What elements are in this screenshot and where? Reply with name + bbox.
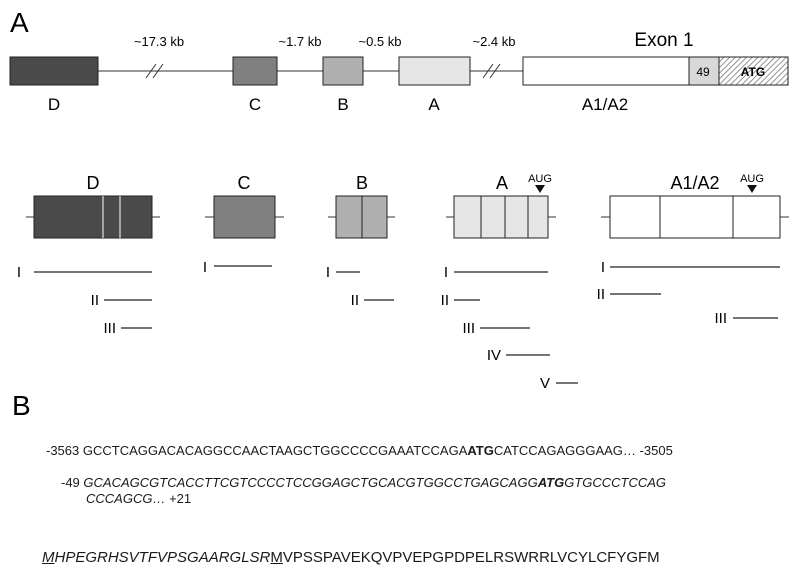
exon1-title: Exon 1: [634, 30, 693, 51]
variant-label: II: [597, 286, 605, 303]
gene-map: 49 ATG ~17.3 kb ~1.7 kb ~0.5 kb ~2.4 kb …: [9, 30, 789, 114]
nucleotide-sequence: CATCCAGAGGGAAG…: [493, 443, 636, 458]
distance-label: ~2.4 kb: [472, 34, 515, 49]
position-end: +21: [169, 491, 192, 506]
variant-label: III: [714, 310, 727, 327]
nucleotide-sequence: GCACAGCGTCACCTTCGTCCCCTCCGGAGCTGCACGTGGC…: [83, 475, 538, 490]
aug-marker-icon: [535, 185, 545, 193]
exon-a1a2-variant-box: [609, 195, 781, 239]
exon-a1a2: [522, 56, 690, 86]
variant-label: II: [351, 292, 359, 309]
variant-label: I: [601, 259, 605, 276]
exon-c-variant-box: [213, 195, 276, 239]
variant-label: I: [203, 259, 207, 276]
n-terminal-extension: HPEGRHSVTFVPSGAARGLSR: [54, 549, 271, 566]
sequence-line-exon1-cont: CCCAGCG… +21: [86, 491, 191, 506]
variant-group-title: A1/A2: [670, 173, 719, 193]
distance-label: ~0.5 kb: [358, 34, 401, 49]
distance-label: ~17.3 kb: [134, 34, 184, 49]
variant-label: III: [103, 320, 116, 337]
variant-label: V: [540, 375, 550, 392]
variant-group-title: A: [496, 173, 508, 193]
variant-label: I: [17, 264, 21, 281]
canonical-methionine: M: [270, 549, 283, 566]
exon-d: [9, 56, 99, 86]
nucleotide-sequence: GCCTCAGGACACAGGCCAACTAAGCTGGCCCCGAAATCCA…: [82, 443, 468, 458]
start-methionine: M: [42, 549, 55, 566]
exon-d-variant-box: [33, 195, 153, 239]
atg-codon: ATG: [467, 443, 494, 458]
break-mark: [145, 63, 164, 79]
variant-group-title: C: [238, 173, 251, 193]
sequence-line-exon1: -49 GCACAGCGTCACCTTCGTCCCCTCCGGAGCTGCACG…: [61, 475, 666, 490]
position-end: -3505: [639, 443, 673, 458]
aug-label: AUG: [528, 173, 552, 185]
variant-label: III: [462, 320, 475, 337]
aug-label: AUG: [740, 173, 764, 185]
nucleotide-sequence: GTGCCCTCCAG: [564, 475, 667, 490]
break-mark: [482, 63, 501, 79]
variant-group-title: D: [87, 173, 100, 193]
transcript-variants: D C B A AUG A1/A2 AUG: [17, 173, 789, 392]
variant-label: I: [444, 264, 448, 281]
exon-label: A1/A2: [582, 95, 628, 114]
variant-label: II: [91, 292, 99, 309]
nucleotide-sequence: CCCAGCG…: [86, 491, 166, 506]
exon-a-variant-box: [453, 195, 549, 239]
panel-a-label: A: [10, 7, 29, 38]
exon-label: A: [428, 95, 440, 114]
box-49-label: 49: [696, 65, 710, 79]
position-start: -49: [61, 475, 80, 490]
exon-c: [232, 56, 278, 86]
exon-a: [398, 56, 471, 86]
variant-label: I: [326, 264, 330, 281]
exon-b: [322, 56, 364, 86]
box-atg-label: ATG: [741, 65, 765, 79]
protein-residues: VPSSPAVEKQVPVEPGPDPELRSWRRLVCYLCFYGFM: [282, 549, 660, 566]
variant-label: IV: [487, 347, 501, 364]
sequence-line-upstream: -3563 GCCTCAGGACACAGGCCAACTAAGCTGGCCCCGA…: [46, 443, 673, 458]
exon-label: D: [48, 95, 60, 114]
distance-label: ~1.7 kb: [278, 34, 321, 49]
variant-group-title: B: [356, 173, 368, 193]
panel-b-label: B: [12, 390, 31, 421]
aug-marker-icon: [747, 185, 757, 193]
exon-label: C: [249, 95, 261, 114]
position-start: -3563: [46, 443, 80, 458]
exon-label: B: [337, 95, 348, 114]
atg-codon: ATG: [537, 475, 565, 490]
variant-label: II: [441, 292, 449, 309]
box-atg: [718, 56, 789, 86]
protein-sequence: MHPEGRHSVTFVPSGAARGLSRMVPSSPAVEKQVPVEPGP…: [42, 549, 660, 566]
